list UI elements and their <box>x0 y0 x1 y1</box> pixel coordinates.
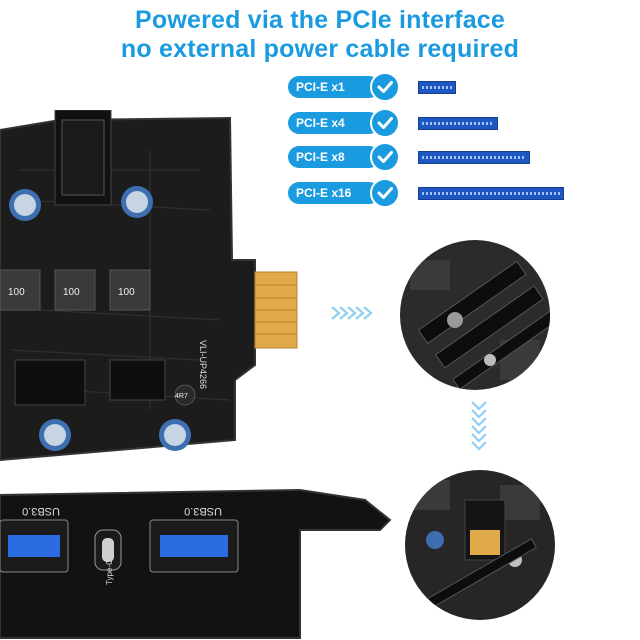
type-c-label: Type-C <box>105 559 114 585</box>
card-installed-photo <box>405 470 555 620</box>
slot-label-x4: PCI-E x4 <box>288 112 380 134</box>
resistor-label: 4R7 <box>175 393 188 400</box>
pcie-x8-slot-icon <box>418 151 530 164</box>
slot-label-x8: PCI-E x8 <box>288 146 380 168</box>
usb-port-label-left: USB3.0 <box>22 505 60 517</box>
check-icon <box>370 72 400 102</box>
inductor-label: 100 <box>8 287 25 298</box>
capacitor-icon <box>9 186 191 451</box>
down-arrow-icon <box>471 401 487 451</box>
pcie-usb-card-image: USB3.0 USB3.0 Type-C VLI-UP4266 100 100 … <box>0 110 392 639</box>
check-icon <box>370 178 400 208</box>
pcie-x16-slot-icon <box>418 187 564 200</box>
slot-label-x16: PCI-E x16 <box>288 182 380 204</box>
headline-line-2: no external power cable required <box>120 35 520 63</box>
check-icon <box>370 142 400 172</box>
chip-label: VLI-UP4266 <box>198 340 208 389</box>
motherboard-slot-photo <box>400 240 550 390</box>
inductor-label: 100 <box>63 287 80 298</box>
check-icon <box>370 108 400 138</box>
slot-label-x1: PCI-E x1 <box>288 76 380 98</box>
pcie-x4-slot-icon <box>418 117 498 130</box>
inductor-label: 100 <box>118 287 135 298</box>
headline-line-1: Powered via the PCIe interface <box>134 6 506 34</box>
right-arrow-icon <box>331 306 373 320</box>
pcie-x1-slot-icon <box>418 81 456 94</box>
usb-port-label-right: USB3.0 <box>184 505 222 517</box>
